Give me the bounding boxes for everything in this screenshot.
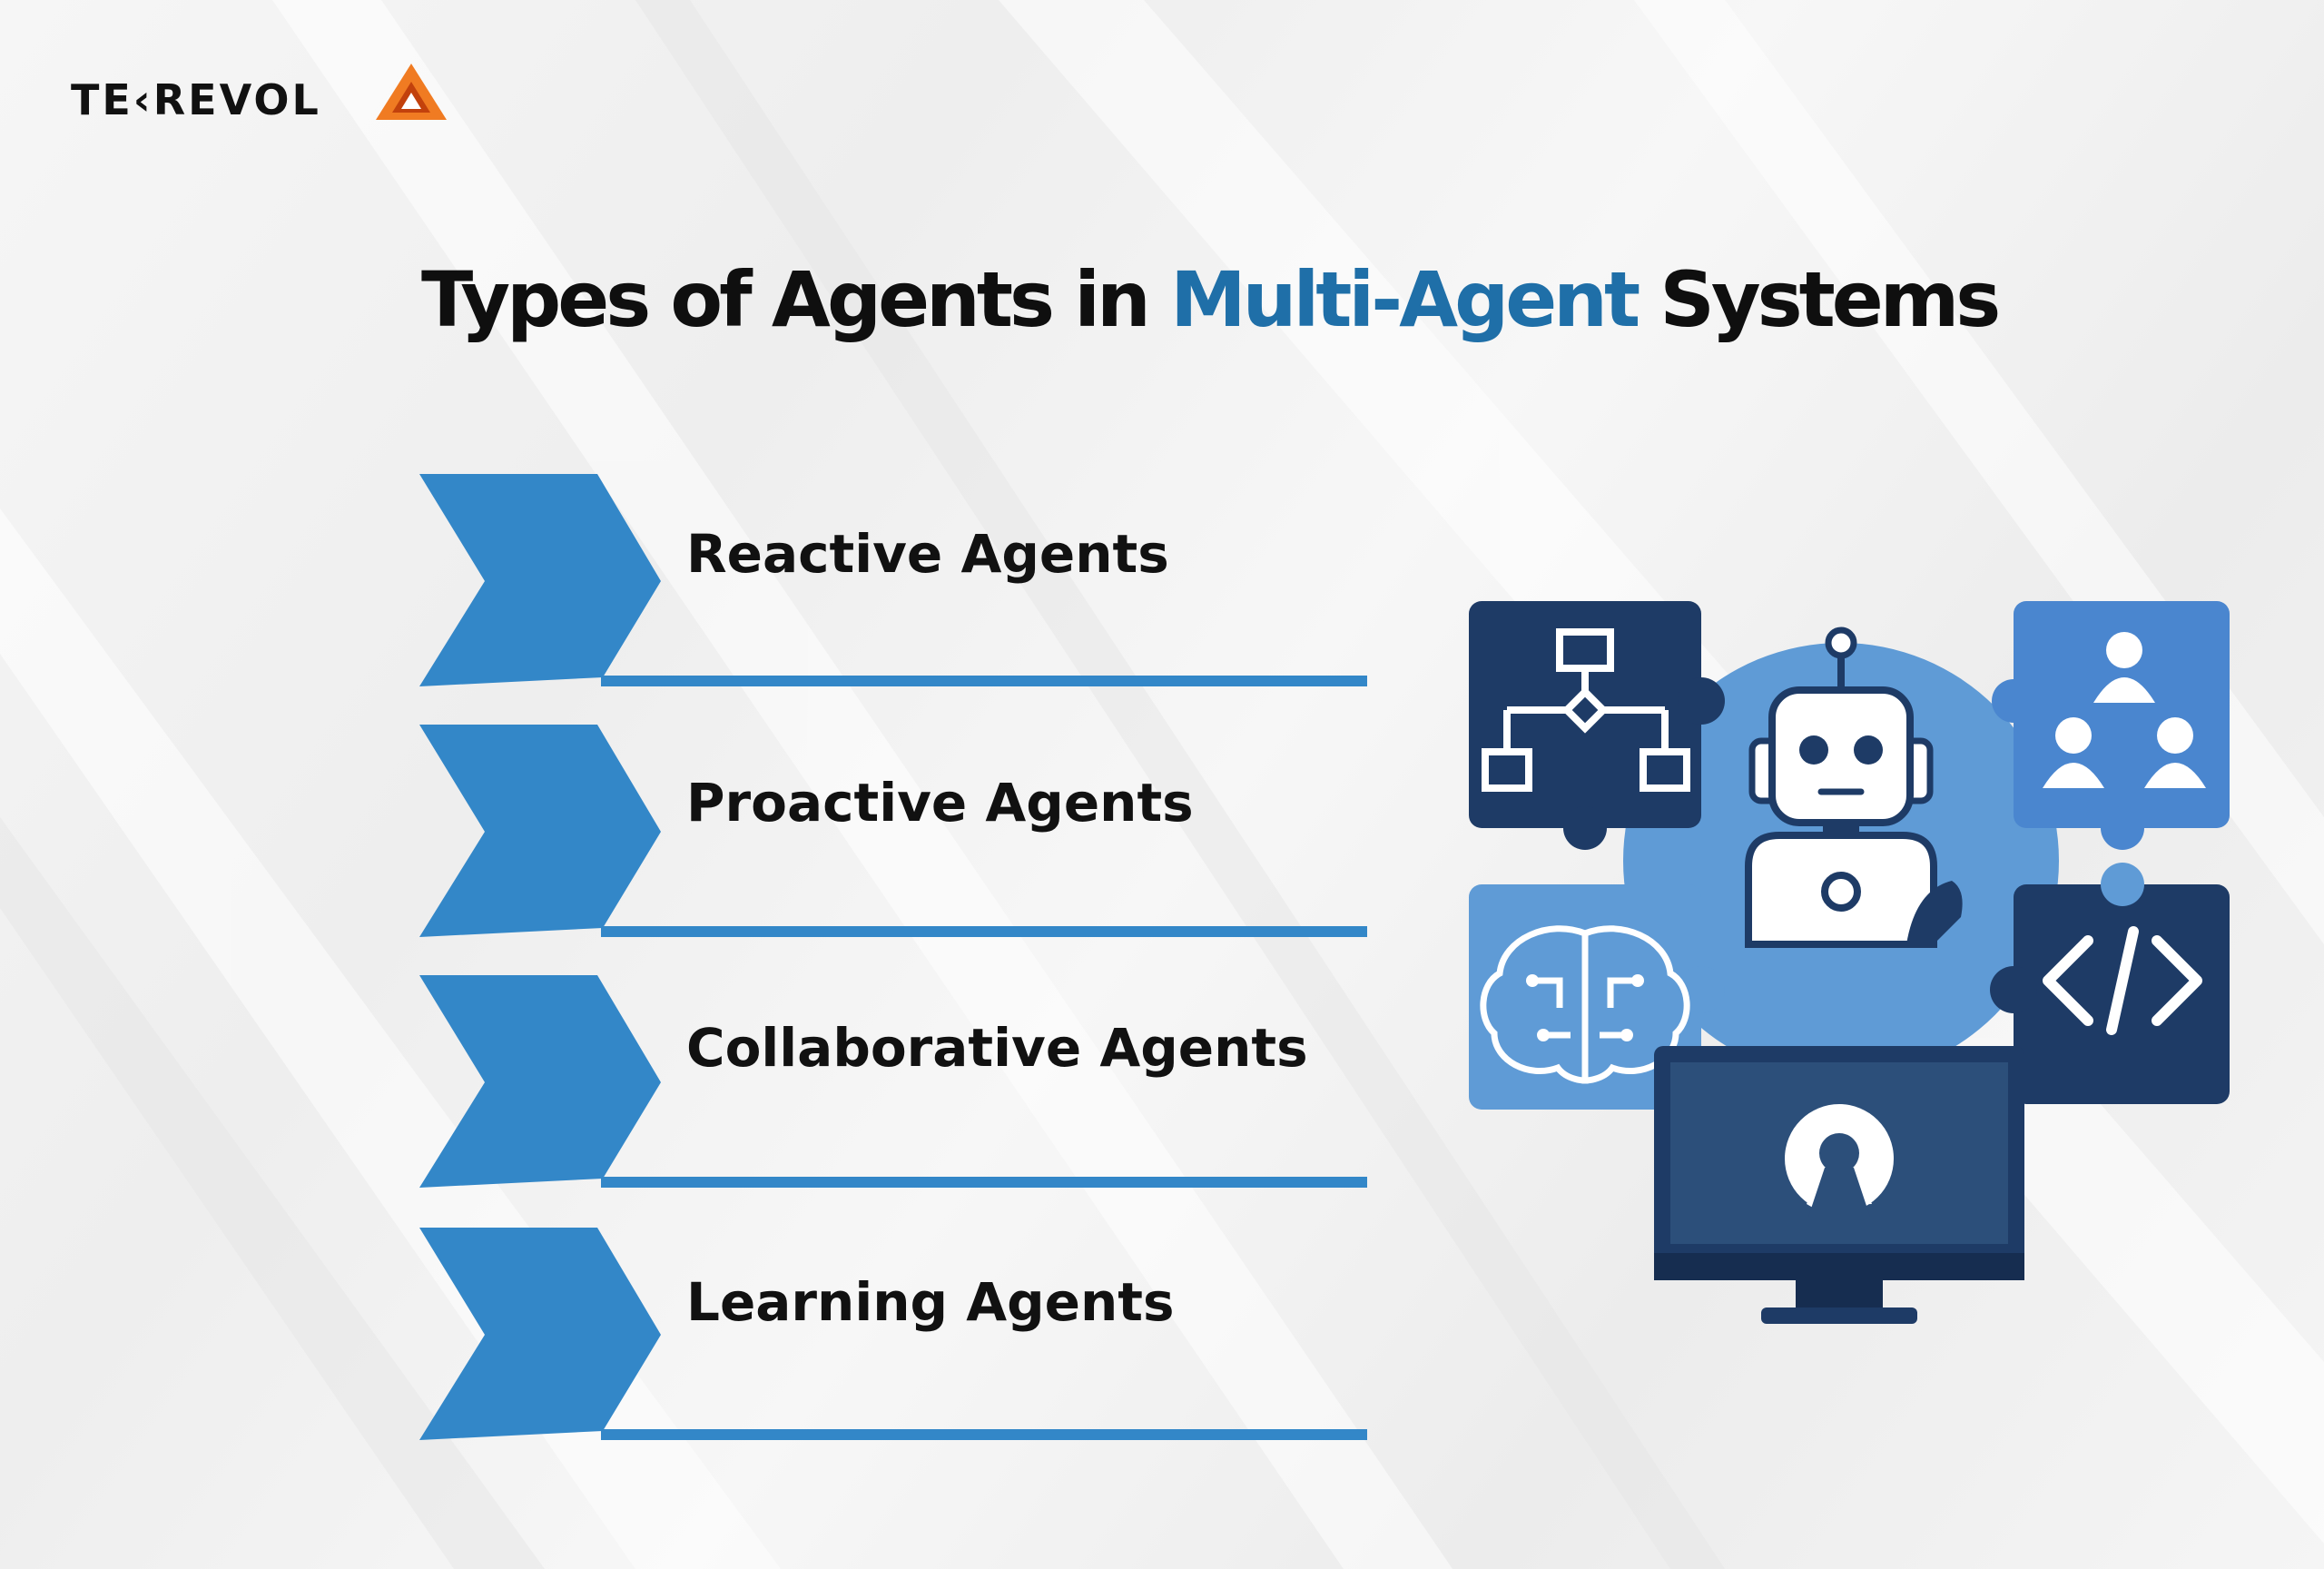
agent-label: Collaborative Agents (686, 1017, 1308, 1079)
chevron-arrow-icon (419, 725, 1367, 937)
page-title: Types of Agents in Multi-Agent Systems (421, 250, 2001, 350)
agent-item-learning: Learning Agents (419, 1226, 1367, 1444)
brain-icon (1469, 884, 1725, 1110)
title-part2: Systems (1637, 255, 2001, 344)
chevron-arrow-icon (419, 474, 1367, 686)
agent-label: Reactive Agents (686, 523, 1169, 585)
brand-logo: TE‹REVOL (71, 62, 452, 125)
title-part1: Types of Agents in (421, 255, 1171, 344)
title-accent: Multi-Agent (1170, 255, 1640, 344)
agent-label: Proactive Agents (686, 772, 1194, 834)
chevron-arrow-icon (419, 1228, 1367, 1440)
monitor-lock-icon (1654, 1046, 2024, 1324)
agent-label: Learning Agents (686, 1271, 1175, 1333)
team-icon (1992, 601, 2230, 850)
multi-agent-illustration (1469, 601, 2230, 1324)
flowchart-icon (1469, 601, 1725, 850)
agent-item-reactive: Reactive Agents (419, 472, 1367, 690)
agent-item-collaborative: Collaborative Agents (419, 973, 1367, 1191)
robot-icon (1745, 627, 1963, 948)
agent-item-proactive: Proactive Agents (419, 723, 1367, 941)
logo-text: TE‹REVOL (71, 75, 321, 124)
logo-triangle-icon (376, 64, 447, 120)
chevron-arrow-icon (419, 975, 1367, 1188)
code-icon (1990, 863, 2230, 1104)
